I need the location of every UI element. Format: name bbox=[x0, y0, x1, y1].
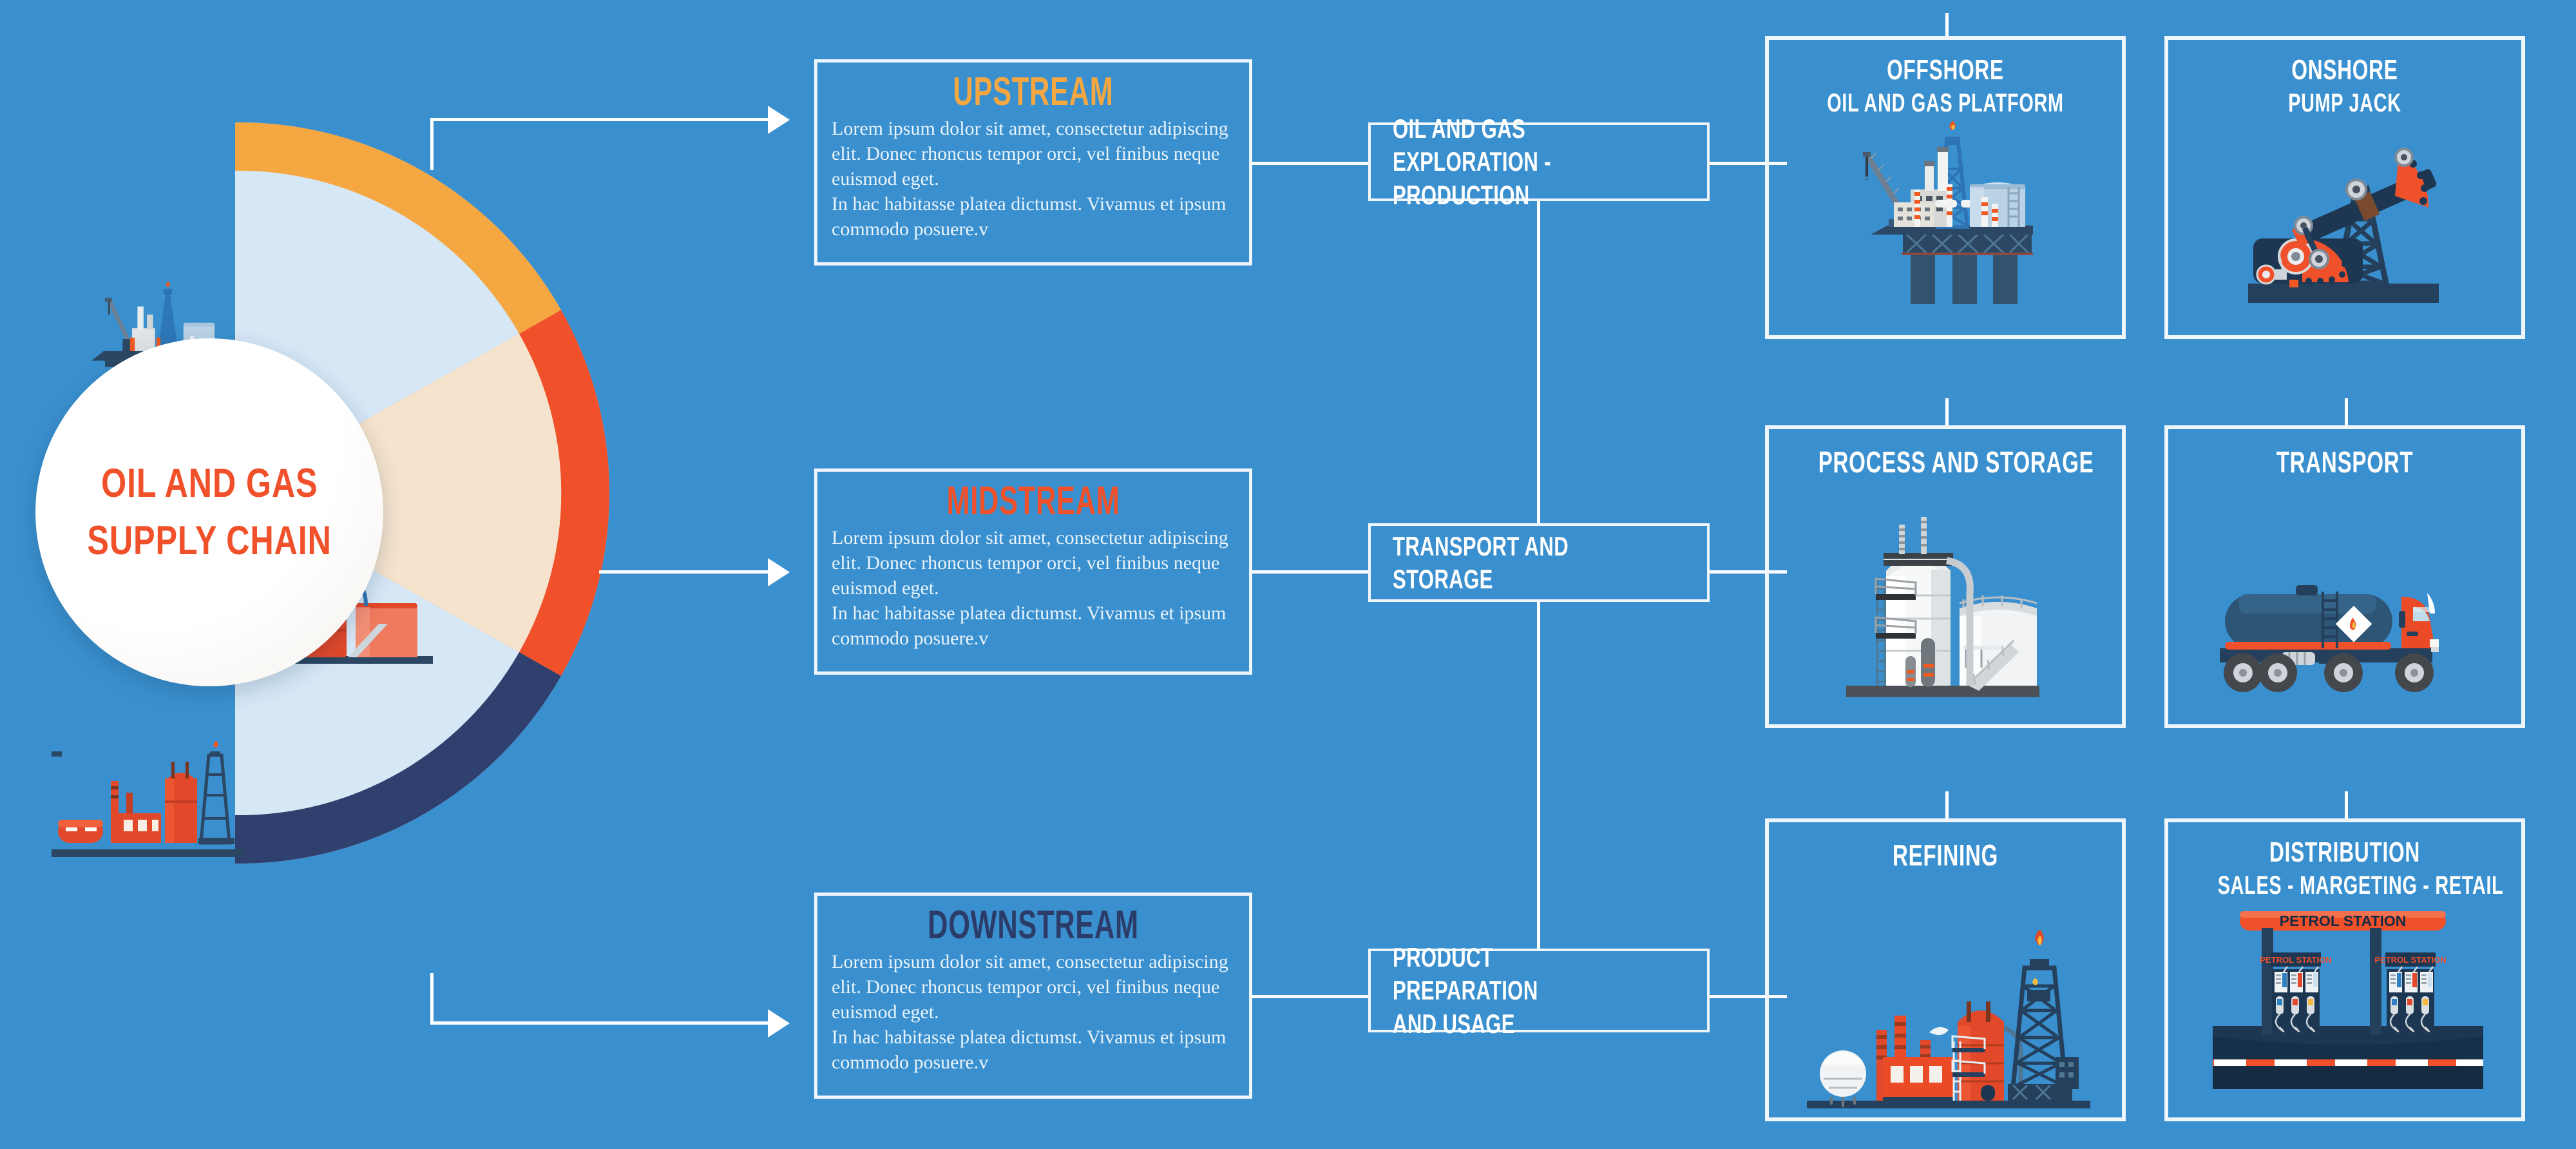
process-label-transport-storage[interactable]: TRANSPORT AND STORAGE bbox=[1368, 523, 1710, 602]
process-spine-upper bbox=[1537, 201, 1540, 523]
stub-transport bbox=[2345, 398, 2348, 425]
process-label-exploration-line2: PRODUCTION bbox=[1393, 179, 1530, 210]
stage-box-upstream[interactable]: UPSTREAM Lorem ipsum dolor sit amet, con… bbox=[814, 59, 1252, 266]
storage-tank-icon bbox=[1846, 517, 2039, 697]
offshore-platform-icon bbox=[1863, 121, 2033, 304]
link-midstream-to-transport bbox=[1252, 570, 1368, 574]
midstream-arrowhead bbox=[768, 558, 790, 586]
pump-label-right: PETROL STATION bbox=[2374, 955, 2446, 965]
card-process-storage-title: PROCESS AND STORAGE bbox=[1818, 445, 2094, 479]
stage-title-downstream: DOWNSTREAM bbox=[928, 903, 1139, 947]
downstream-arrowhead bbox=[768, 1009, 790, 1038]
pump-jack-icon bbox=[2248, 148, 2439, 303]
process-label-transport-line1: TRANSPORT AND STORAGE bbox=[1393, 530, 1569, 594]
card-onshore-subtitle: PUMP JACK bbox=[2288, 89, 2401, 117]
stage-title-midstream: MIDSTREAM bbox=[946, 479, 1120, 523]
process-label-product-line1: PRODUCT PREPARATION bbox=[1393, 942, 1538, 1006]
upstream-connector-horizontal bbox=[430, 118, 772, 121]
stage-body-midstream: Lorem ipsum dolor sit amet, consectetur … bbox=[832, 527, 1228, 650]
card-transport-title: TRANSPORT bbox=[2276, 445, 2414, 479]
hub-circle: OIL AND GAS SUPPLY CHAIN bbox=[35, 338, 383, 686]
hub-title-line1: OIL AND GAS bbox=[100, 460, 318, 506]
stub-refining bbox=[1945, 791, 1949, 818]
process-label-exploration[interactable]: OIL AND GAS EXPLORATION - PRODUCTION bbox=[1368, 113, 1710, 210]
hub-title-line2: SUPPLY CHAIN bbox=[87, 518, 332, 563]
link-product-to-refining bbox=[1710, 995, 1787, 998]
petrol-station-canopy-label: PETROL STATION bbox=[2280, 912, 2407, 929]
process-label-product-line2: AND USAGE bbox=[1393, 1008, 1515, 1039]
stage-body-upstream: Lorem ipsum dolor sit amet, consectetur … bbox=[832, 118, 1228, 240]
stub-offshore bbox=[1945, 13, 1949, 36]
arc-midstream bbox=[519, 310, 610, 676]
link-exploration-to-offshore bbox=[1710, 162, 1787, 165]
midstream-connector-horizontal bbox=[599, 570, 773, 574]
card-distribution-subtitle: SALES - MARGETING - RETAIL bbox=[2217, 871, 2504, 900]
card-refining[interactable]: REFINING bbox=[1765, 818, 2126, 1121]
process-spine-lower bbox=[1537, 602, 1540, 949]
card-refining-title: REFINING bbox=[1892, 838, 1999, 872]
stage-body-downstream: Lorem ipsum dolor sit amet, consectetur … bbox=[832, 951, 1228, 1074]
process-label-product-preparation[interactable]: PRODUCT PREPARATION AND USAGE bbox=[1368, 942, 1710, 1039]
arc-downstream bbox=[235, 652, 561, 864]
card-onshore[interactable]: ONSHORE PUMP JACK bbox=[2164, 36, 2525, 339]
stage-box-midstream[interactable]: MIDSTREAM Lorem ipsum dolor sit amet, co… bbox=[814, 468, 1252, 675]
stub-process bbox=[1945, 398, 1949, 425]
wedge-midstream bbox=[235, 310, 610, 676]
upstream-arrowhead bbox=[768, 106, 790, 134]
petrol-station-icon: PETROL STATION PETROL STATION bbox=[2213, 911, 2483, 1089]
refinery-icon bbox=[52, 741, 245, 857]
downstream-connector-vertical bbox=[430, 973, 434, 1025]
link-upstream-to-exploration bbox=[1252, 162, 1368, 165]
card-offshore-title: OFFSHORE bbox=[1887, 54, 2004, 86]
card-process-storage[interactable]: PROCESS AND STORAGE bbox=[1765, 425, 2126, 728]
card-distribution[interactable]: DISTRIBUTION SALES - MARGETING - RETAIL … bbox=[2164, 818, 2525, 1121]
card-transport[interactable]: TRANSPORT bbox=[2164, 425, 2525, 728]
upstream-connector-vertical bbox=[430, 121, 434, 170]
card-offshore-subtitle: OIL AND GAS PLATFORM bbox=[1827, 89, 2064, 117]
process-label-exploration-line1: OIL AND GAS EXPLORATION - bbox=[1393, 113, 1551, 177]
card-onshore-title: ONSHORE bbox=[2291, 54, 2398, 86]
stage-title-upstream: UPSTREAM bbox=[953, 70, 1114, 114]
tanker-truck-icon bbox=[2220, 585, 2439, 692]
card-offshore[interactable]: OFFSHORE OIL AND GAS PLATFORM bbox=[1765, 36, 2126, 339]
link-transport-to-process bbox=[1710, 570, 1787, 574]
downstream-connector-horizontal bbox=[430, 1021, 772, 1025]
stage-box-downstream[interactable]: DOWNSTREAM Lorem ipsum dolor sit amet, c… bbox=[814, 893, 1252, 1099]
card-distribution-title: DISTRIBUTION bbox=[2269, 836, 2420, 868]
link-downstream-to-product bbox=[1252, 995, 1368, 998]
pump-label-left: PETROL STATION bbox=[2260, 955, 2331, 965]
refinery-plant-icon bbox=[1807, 930, 2090, 1108]
arc-upstream bbox=[235, 122, 561, 334]
stub-distribution bbox=[2345, 791, 2348, 818]
